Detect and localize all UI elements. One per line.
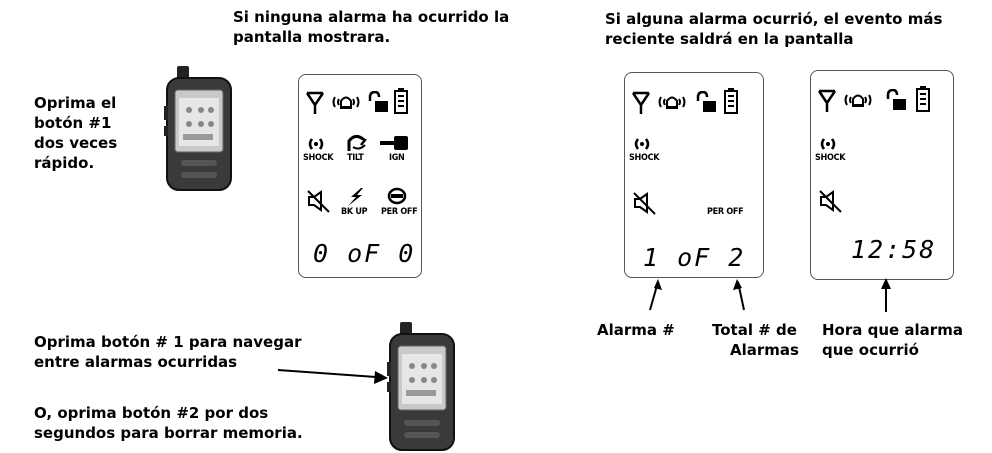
callout-time-line1: Hora que alarma (822, 321, 963, 339)
instruction-bottom-line1: Oprima botón # 1 para navegar (34, 333, 302, 351)
callout-total-line1: Total # de (712, 321, 797, 339)
instruction-bottom-line3: O, oprima botón #2 por dos (34, 404, 269, 422)
siren-bell-icon (658, 96, 686, 109)
instruction-top-line3: dos veces (34, 134, 118, 152)
callout-time-line2: que ocurrió (822, 341, 919, 359)
speaker-mute-icon (633, 192, 656, 215)
siren-bell-icon (332, 96, 360, 109)
ignition-key-icon (380, 136, 408, 150)
antenna-icon (817, 89, 837, 112)
instruction-top-line2: botón #1 (34, 114, 112, 132)
battery-icon (724, 88, 738, 114)
arrow-up-icon (733, 279, 745, 311)
speaker-mute-icon (819, 190, 842, 213)
header-left-line2: pantalla mostrara. (233, 28, 391, 46)
tilt-label: TILT (347, 153, 364, 163)
lcd-screen-alarm-time: SHOCK 12:58 (810, 70, 954, 280)
peroff-label: PER OFF (381, 207, 418, 217)
instruction-bottom-line2: entre alarmas ocurridas (34, 353, 238, 371)
peroff-label: PER OFF (707, 207, 744, 217)
remote-control-icon (164, 66, 232, 191)
callout-total-line2: Alarmas (730, 341, 799, 359)
instruction-top-line4: rápido. (34, 154, 95, 172)
unlock-icon (368, 91, 388, 112)
antenna-icon (305, 91, 325, 114)
speaker-mute-icon (307, 190, 330, 213)
header-right-line1: Si alguna alarma ocurrió, el evento más (605, 10, 943, 28)
shock-label: SHOCK (815, 153, 846, 163)
lcd-screen-no-alarm: SHOCK TILT IGN BK UP PER OFF 0 oF 0 (298, 74, 422, 278)
lcd-counter-empty: 0 oF 0 (313, 239, 416, 268)
unlock-icon (886, 89, 906, 110)
shock-icon (820, 138, 836, 150)
shock-label: SHOCK (303, 153, 334, 163)
instruction-top-line1: Oprima el (34, 94, 117, 112)
lcd-counter-alarm: 1 oF 2 (643, 243, 746, 272)
bkup-label: BK UP (341, 207, 368, 217)
header-right-line2: reciente saldrá en la pantalla (605, 30, 854, 48)
ign-label: IGN (389, 153, 405, 163)
battery-icon (394, 88, 408, 114)
remote-control-icon (387, 322, 455, 451)
callout-alarm-number: Alarma # (597, 321, 675, 339)
backup-lightning-icon (348, 188, 363, 206)
arrow-right-icon (277, 369, 388, 384)
arrow-up-icon (649, 279, 662, 311)
shock-icon (634, 138, 650, 150)
siren-bell-icon (844, 94, 872, 107)
shock-label: SHOCK (629, 153, 660, 163)
shock-icon (308, 138, 324, 150)
instruction-bottom-line4: segundos para borrar memoria. (34, 424, 303, 442)
header-left-line1: Si ninguna alarma ha ocurrido la (233, 8, 510, 26)
lcd-screen-alarm-counter: SHOCK PER OFF 1 oF 2 (624, 72, 764, 278)
antenna-icon (631, 91, 651, 114)
tilt-icon (347, 134, 367, 151)
lcd-alarm-time: 12:58 (851, 235, 937, 264)
unlock-icon (696, 91, 716, 112)
battery-icon (916, 86, 930, 112)
perimeter-off-icon (387, 187, 407, 205)
arrow-up-icon (881, 278, 891, 312)
